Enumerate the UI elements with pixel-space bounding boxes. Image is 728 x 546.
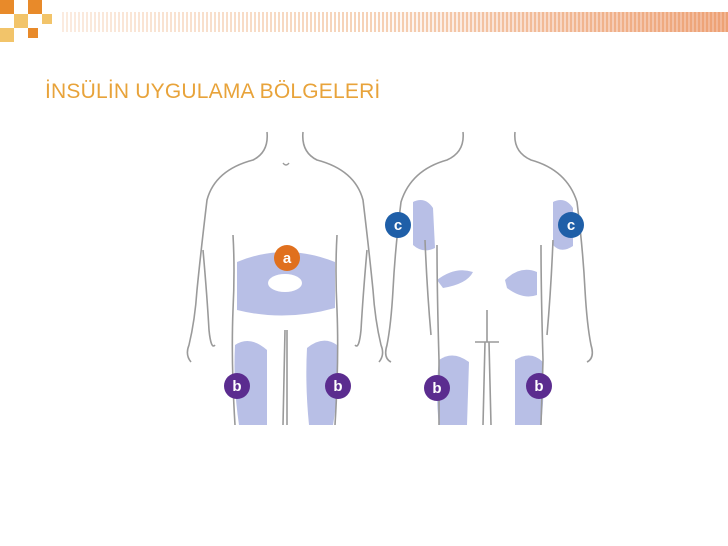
label-b-text: b xyxy=(232,378,241,395)
corner-decor-block xyxy=(0,0,14,14)
label-b-back-right: b xyxy=(526,373,552,399)
injection-sites-diagram: a b b b b c c xyxy=(175,130,595,430)
front-right-thigh-zone xyxy=(306,340,338,425)
label-a-text: a xyxy=(283,250,292,267)
corner-decor-block xyxy=(28,28,38,38)
page-title: İNSÜLİN UYGULAMA BÖLGELERİ xyxy=(45,80,381,103)
corner-decor-block xyxy=(14,14,28,28)
label-b-text: b xyxy=(534,378,543,395)
front-body-outline xyxy=(186,131,384,426)
front-navel-mark xyxy=(282,162,290,166)
label-c-back-right-arm: c xyxy=(558,212,584,238)
navel-spot xyxy=(268,274,302,292)
back-body-outline xyxy=(384,131,594,426)
back-left-hip-zone xyxy=(437,270,473,288)
label-c-text: c xyxy=(567,217,575,234)
corner-decor-block xyxy=(0,28,14,42)
front-left-thigh-zone xyxy=(234,341,267,425)
label-b-text: b xyxy=(432,380,441,397)
label-c-text: c xyxy=(394,217,402,234)
label-c-back-left-arm: c xyxy=(385,212,411,238)
back-body xyxy=(384,131,594,426)
back-left-arm-zone xyxy=(413,200,435,251)
label-a-abdomen: a xyxy=(274,245,300,271)
back-left-thigh-zone xyxy=(437,355,469,425)
corner-decor-block xyxy=(28,0,42,14)
corner-decor-block xyxy=(42,14,52,24)
front-body xyxy=(186,131,384,426)
body-diagram-svg: a b b b b c c xyxy=(186,131,594,426)
header-stripe-bar xyxy=(62,12,728,32)
label-b-front-left: b xyxy=(224,373,250,399)
label-b-front-right: b xyxy=(325,373,351,399)
label-b-back-left: b xyxy=(424,375,450,401)
back-right-hip-zone xyxy=(505,269,537,297)
label-b-text: b xyxy=(333,378,342,395)
